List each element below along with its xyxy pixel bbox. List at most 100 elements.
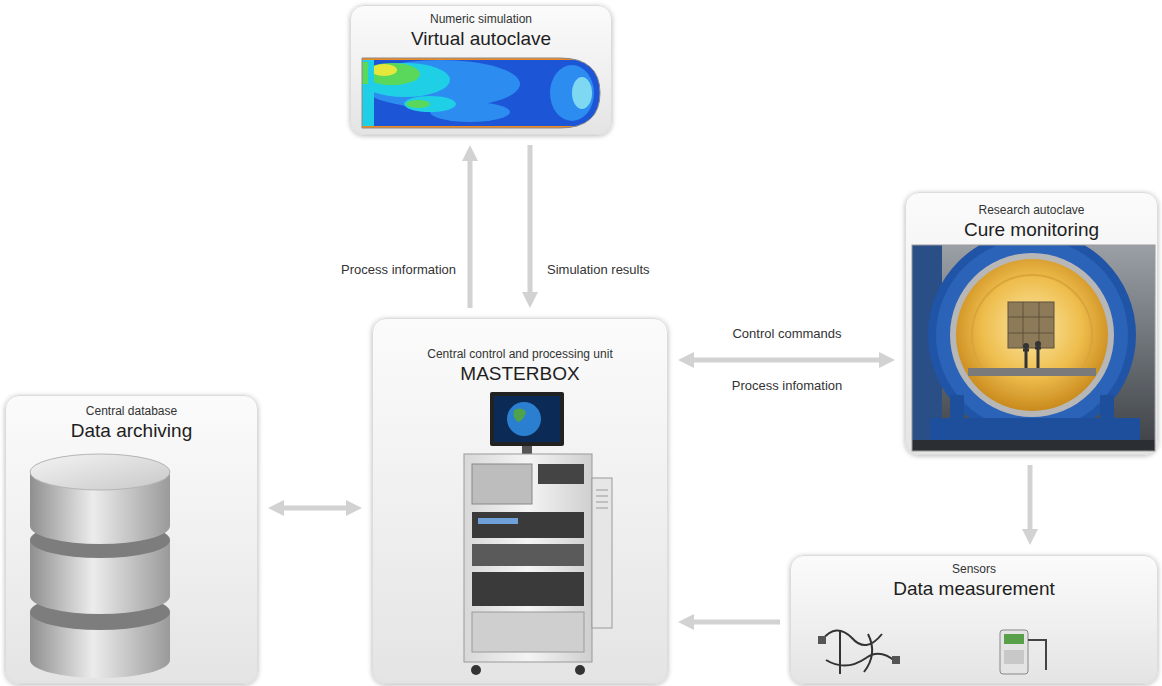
- control-unit-box: Central control and processing unitMASTE…: [372, 318, 668, 684]
- box-subtitle: Central database: [86, 404, 177, 419]
- simulation-heatmap-part: [406, 100, 430, 108]
- edge-label-holder: Simulation results: [545, 262, 652, 278]
- control-cabinet-part: [592, 478, 612, 628]
- sensor-icons-part: [1028, 640, 1046, 670]
- control-cabinet: [464, 392, 612, 675]
- simulation-heatmap-part: [572, 77, 592, 109]
- flow-arrow: [686, 620, 780, 625]
- autoclave-photo: [912, 231, 1155, 453]
- flow-arrow: [528, 145, 533, 300]
- control-cabinet-part: [472, 612, 584, 652]
- autoclave-photo-part: [936, 245, 1128, 431]
- autoclave-photo-part: [1035, 341, 1041, 347]
- autoclave-photo-part: [950, 395, 964, 425]
- simulation-heatmap-part: [364, 63, 420, 85]
- autoclave-photo-part: [1100, 395, 1114, 425]
- autoclave-photo-part: [912, 245, 1155, 451]
- box-title: Cure monitoring: [964, 218, 1099, 241]
- database-box: Central databaseData archiving: [5, 395, 258, 684]
- simulation-heatmap-part: [360, 56, 602, 130]
- control-cabinet-part: [494, 396, 560, 442]
- sensor-box: SensorsData measurement: [790, 555, 1158, 684]
- control-cabinet-part: [464, 454, 592, 662]
- note-holder: Process infomation: [730, 378, 845, 394]
- box-subtitle: Numeric simulation: [430, 12, 532, 27]
- control-cabinet-part: [514, 408, 527, 422]
- sensor-icons-part: [892, 656, 900, 664]
- autoclave-photo-part: [928, 245, 1136, 439]
- simulation-heatmap-part: [360, 56, 602, 130]
- autoclave-photo-part: [1008, 302, 1054, 348]
- edge-label: Simulation results: [545, 262, 652, 278]
- sensor-icons-part: [818, 636, 826, 644]
- box-subtitle: Central control and processing unit: [427, 347, 612, 362]
- control-cabinet-part: [575, 665, 585, 675]
- database-icon-part: [30, 612, 170, 678]
- autoclave-photo-part: [912, 245, 942, 451]
- flow-note: Process infomation: [730, 378, 845, 394]
- box-subtitle: Sensors: [952, 562, 996, 577]
- simulation-heatmap-part: [360, 58, 602, 60]
- flow-arrow: [1028, 465, 1033, 537]
- control-cabinet-part: [471, 665, 481, 675]
- autoclave-photo-part: [912, 440, 1155, 451]
- control-cabinet-part: [478, 518, 518, 524]
- control-cabinet-part: [538, 464, 584, 484]
- simulation-heatmap-part: [362, 58, 374, 128]
- autoclave-photo-part: [968, 368, 1096, 376]
- simulation-heatmap-part: [360, 60, 520, 108]
- autoclave-photo-part: [1023, 348, 1041, 368]
- edge-label-holder: Control commands: [730, 326, 843, 342]
- control-cabinet-part: [472, 544, 584, 566]
- simulation-heatmap-part: [430, 102, 510, 122]
- control-cabinet-part: [507, 402, 541, 436]
- simulation-heatmap-part: [550, 65, 594, 121]
- sensor-icons-part: [1004, 650, 1024, 664]
- database-icon-part: [30, 454, 170, 490]
- box-title: Virtual autoclave: [411, 27, 551, 50]
- autoclave-photo-part: [912, 245, 1155, 451]
- autoclave-box: Research autoclaveCure monitoring: [905, 192, 1158, 455]
- autoclave-photo-part: [930, 418, 1140, 451]
- flow-arrow: [686, 358, 887, 363]
- box-title: Data archiving: [71, 419, 192, 442]
- database-icon: [30, 454, 170, 678]
- simulation-heatmap-part: [404, 96, 456, 112]
- control-cabinet-part: [490, 392, 564, 446]
- simulation-heatmap: [360, 56, 602, 130]
- simulation-heatmap-part: [362, 58, 600, 128]
- autoclave-photo-part: [972, 275, 1092, 395]
- simulation-heatmap-part: [371, 64, 397, 76]
- simulation-heatmap-part: [360, 126, 602, 128]
- sensor-icons: [818, 630, 1046, 674]
- autoclave-photo-part: [956, 259, 1108, 411]
- sensor-icons-part: [1000, 630, 1028, 674]
- autoclave-photo-part: [1008, 302, 1054, 348]
- edge-label: Process information: [339, 262, 458, 278]
- edge-label-holder: Process information: [339, 262, 458, 278]
- simulation-heatmap-part: [360, 63, 450, 97]
- database-icon-part: [30, 472, 170, 544]
- autoclave-photo-part: [912, 245, 1155, 451]
- database-icon-part: [30, 594, 170, 630]
- flow-arrow: [468, 153, 473, 308]
- database-icon-part: [30, 522, 170, 558]
- simulation-heatmap-part: [362, 62, 368, 84]
- autoclave-photo-part: [1023, 343, 1029, 349]
- simulation-box: Numeric simulationVirtual autoclave: [350, 5, 612, 135]
- box-title: Data measurement: [893, 577, 1055, 600]
- control-cabinet-part: [596, 490, 608, 508]
- control-cabinet-part: [472, 572, 584, 606]
- control-cabinet-part: [472, 512, 584, 538]
- control-cabinet-part: [472, 464, 532, 504]
- autoclave-photo-part: [950, 253, 1114, 417]
- edge-label: Control commands: [730, 326, 843, 342]
- box-subtitle: Research autoclave: [978, 203, 1084, 218]
- flow-arrow: [276, 506, 354, 511]
- box-title: MASTERBOX: [460, 362, 579, 385]
- sensor-icons-part: [822, 630, 896, 674]
- sensor-icons-part: [1004, 634, 1024, 644]
- control-cabinet-part: [522, 446, 532, 454]
- database-icon-part: [30, 540, 170, 614]
